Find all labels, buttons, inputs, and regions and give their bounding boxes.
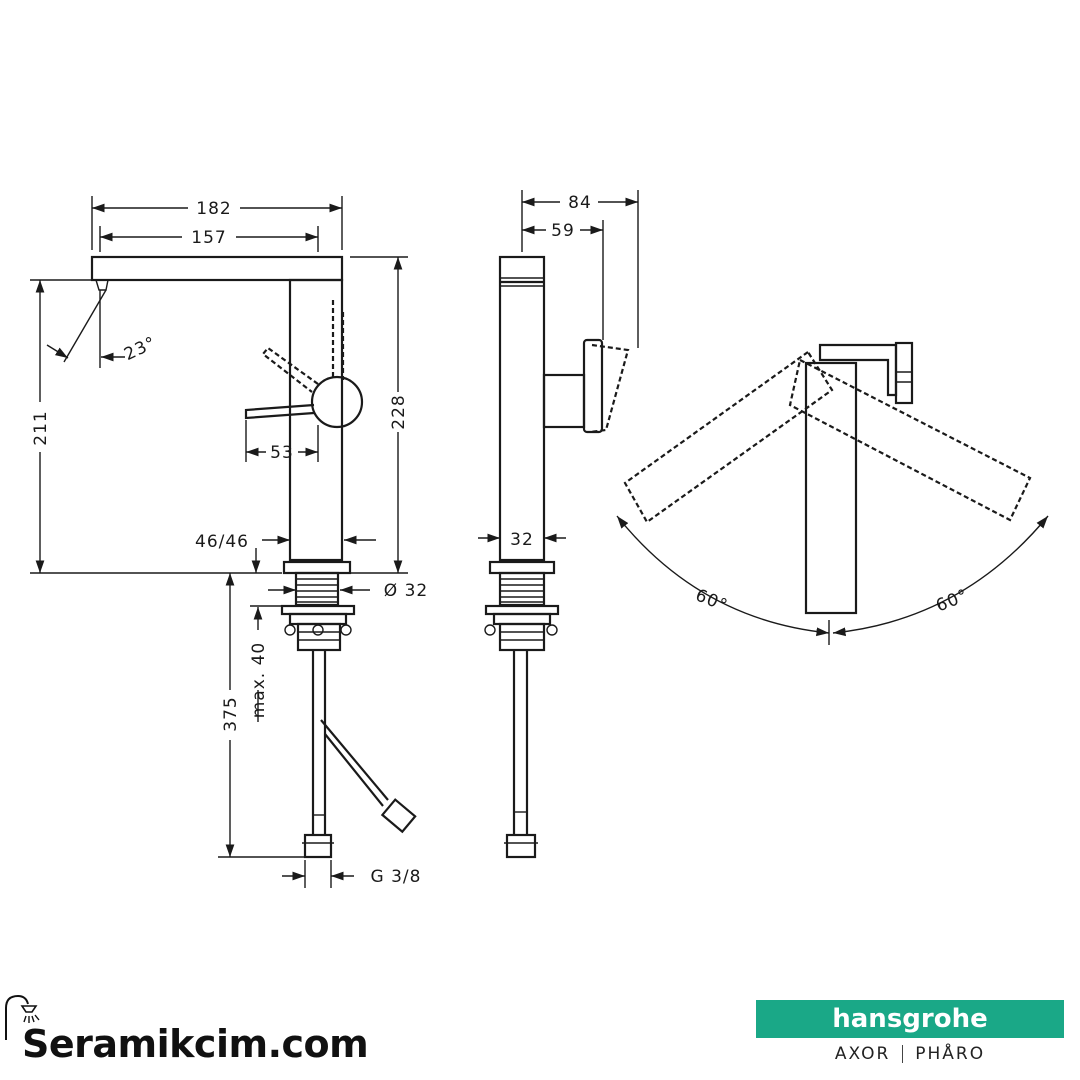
dim-53: 53: [270, 443, 294, 463]
dim-84: 84: [568, 193, 592, 213]
dim-157: 157: [191, 228, 226, 248]
dim-228: 228: [389, 394, 409, 429]
dim-211: 211: [31, 410, 51, 445]
side-view: 84 59 32: [478, 190, 639, 859]
lever-knob: [310, 375, 364, 429]
front-view: 182 157 23° 211 228 53 46/46: [30, 196, 428, 888]
brand-separator: [902, 1045, 904, 1063]
site-name: Seramikcim.com: [22, 1022, 369, 1066]
top-view: 60° 60°: [616, 341, 1049, 645]
angle-right: 60°: [933, 585, 971, 616]
dim-59: 59: [551, 221, 575, 241]
dim-dia-32: Ø 32: [384, 581, 428, 601]
dim-32-side: 32: [510, 530, 534, 550]
angle-left: 60°: [693, 585, 731, 616]
brand-axor: AXOR: [834, 1044, 891, 1064]
hansgrohe-logo: hansgrohe: [756, 1000, 1064, 1038]
spout: [90, 255, 344, 282]
lever-handle: [244, 403, 315, 420]
tap-body: [288, 278, 344, 562]
brand-pharo: PHÅRO: [915, 1044, 986, 1064]
dim-max-40: max. 40: [249, 642, 269, 718]
dim-g-3-8: G 3/8: [371, 867, 422, 887]
top-spout: [804, 361, 858, 615]
dim-23-deg: 23°: [121, 333, 159, 365]
shower-icon: [5, 994, 40, 1040]
brand-subline: AXOR PHÅRO: [756, 1044, 1064, 1064]
dim-182: 182: [196, 199, 231, 219]
side-body: [498, 255, 546, 562]
dim-46-46: 46/46: [195, 532, 249, 552]
dim-375: 375: [221, 696, 241, 731]
